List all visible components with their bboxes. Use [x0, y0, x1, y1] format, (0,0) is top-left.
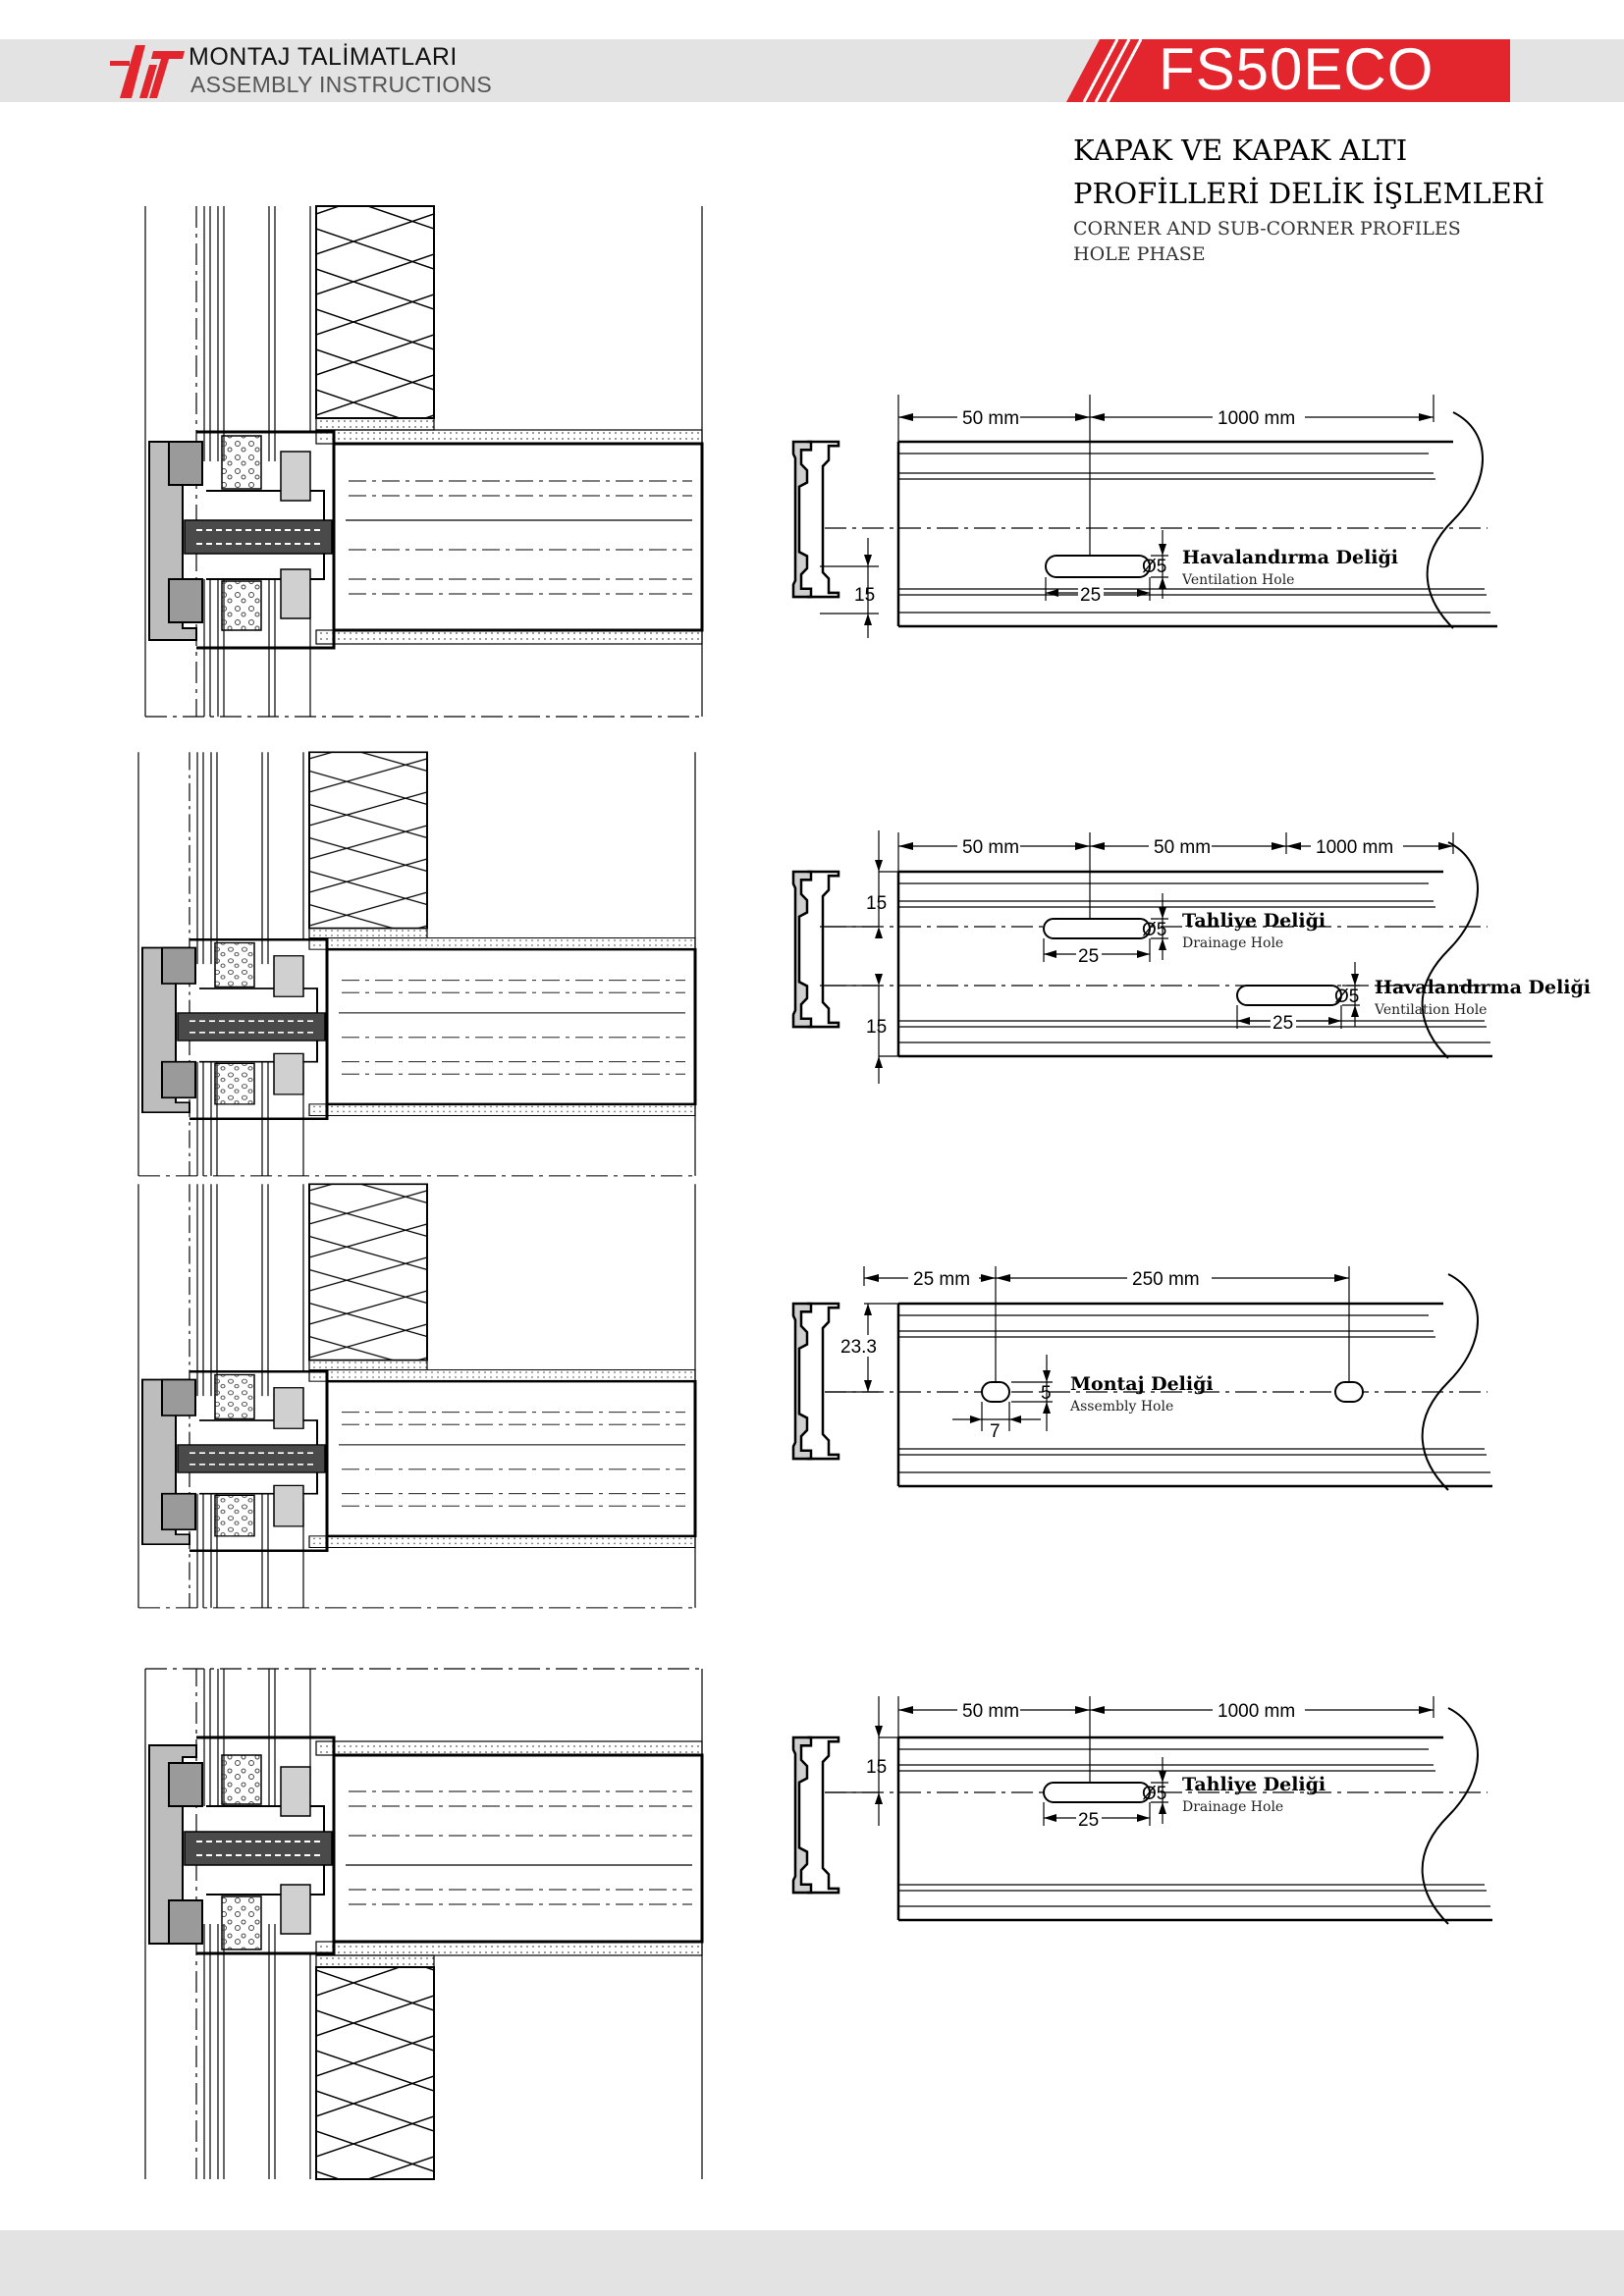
dim-d1: 50 mm [962, 1701, 1019, 1722]
profile-drawing-1: 50 mm 1000 mm 15 25 Ø5 Havalandırma Deli… [791, 395, 1497, 638]
profile-drawing-4: 50 mm 1000 mm 15 25 Ø5 Tahliye Deliği Dr… [791, 1696, 1492, 1925]
page-title-line1: KAPAK VE KAPAK ALTI [1073, 133, 1408, 167]
hole2-name-en: Ventilation Hole [1374, 1002, 1487, 1018]
company-logo [110, 45, 185, 98]
section-drawing-3 [136, 1182, 697, 1610]
hole1-name-en: Drainage Hole [1182, 935, 1283, 951]
header-subtitle: ASSEMBLY INSTRUCTIONS [190, 72, 493, 97]
section-drawing-2 [136, 750, 697, 1178]
dim-height-2: 15 [866, 1017, 887, 1038]
hole-name-en: Ventilation Hole [1181, 572, 1294, 588]
header-title: MONTAJ TALİMATLARI [189, 43, 458, 71]
dim-diameter: Ø5 [1142, 557, 1166, 577]
hole-name-en: Drainage Hole [1182, 1799, 1283, 1815]
dim-d3: 1000 mm [1316, 837, 1393, 858]
dim-height-1: 15 [866, 893, 887, 914]
dim-height: 15 [866, 1757, 887, 1778]
profile-drawing-2: 50 mm 50 mm 1000 mm 15 15 25 25 Ø5 Ø5 Ta… [791, 830, 1591, 1084]
dim-d1: 50 mm [962, 408, 1019, 429]
dim-d1: 25 mm [913, 1269, 970, 1290]
dim-diameter-2: Ø5 [1334, 987, 1359, 1007]
product-badge [1066, 39, 1510, 102]
hole-name-en: Assembly Hole [1069, 1399, 1173, 1415]
dim-d2: 250 mm [1132, 1269, 1200, 1290]
hole-name: Tahliye Deliği [1182, 1774, 1326, 1795]
dim-width: 25 [1078, 1810, 1099, 1831]
dim-height: 15 [854, 585, 875, 606]
dim-height: 23.3 [840, 1337, 877, 1358]
footer-bar [0, 2230, 1624, 2296]
dim-diameter-1: Ø5 [1142, 920, 1166, 940]
profile-drawing-3: 25 mm 250 mm 23.3 7 5 Montaj Deliği Asse… [791, 1266, 1492, 1491]
dim-width-2: 25 [1272, 1013, 1293, 1034]
page-title-line4: HOLE PHASE [1073, 243, 1206, 265]
dim-d2: 1000 mm [1218, 1701, 1295, 1722]
section-drawing-4 [143, 1667, 704, 2181]
hole-name: Montaj Deliği [1070, 1373, 1214, 1395]
section-drawing-1 [143, 204, 704, 719]
hole1-name: Tahliye Deliği [1182, 910, 1326, 932]
dim-width-1: 25 [1078, 946, 1099, 967]
hole2-name: Havalandırma Deliği [1375, 977, 1591, 998]
dim-diameter: Ø5 [1142, 1784, 1166, 1804]
hole-name: Havalandırma Deliği [1182, 547, 1398, 568]
page-title-line2: PROFİLLERİ DELİK İŞLEMLERİ [1073, 177, 1545, 210]
dim-width: 7 [990, 1421, 1001, 1442]
dim-d1: 50 mm [962, 837, 1019, 858]
dim-d2: 1000 mm [1218, 408, 1295, 429]
dim-diameter: 5 [1041, 1383, 1052, 1404]
dim-width: 25 [1080, 585, 1101, 606]
page-title-line3: CORNER AND SUB-CORNER PROFILES [1073, 218, 1461, 240]
dim-d2: 50 mm [1154, 837, 1211, 858]
product-code: FS50ECO [1159, 36, 1435, 102]
